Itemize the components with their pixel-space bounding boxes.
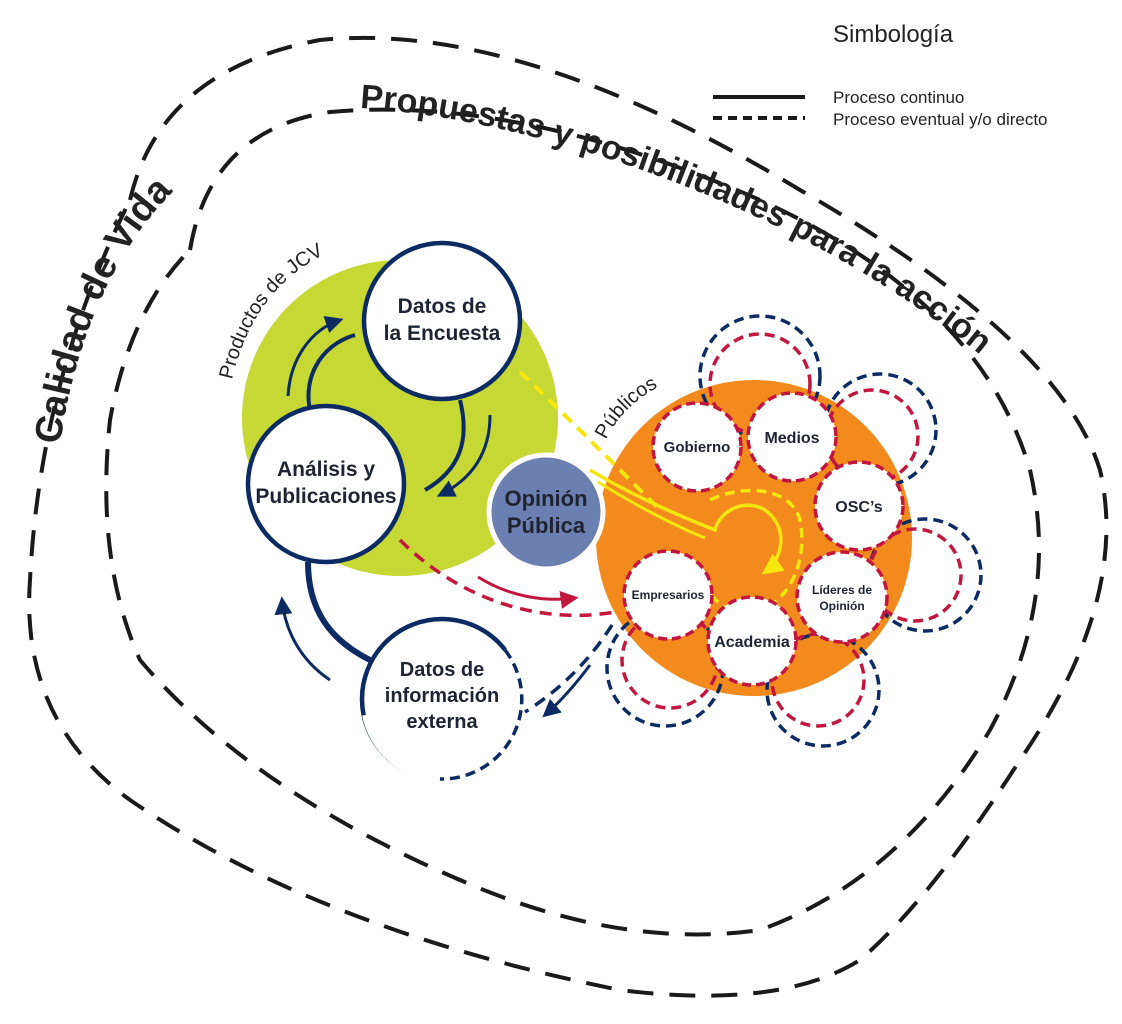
node-public-opinion[interactable]: Opinión Pública — [486, 452, 606, 572]
node-survey-line-2: la Encuesta — [384, 322, 501, 345]
node-analysis-publications[interactable]: Análisis y Publicaciones — [245, 403, 407, 565]
node-external-line-3: externa — [406, 711, 478, 733]
opinion-line-1: Opinión — [504, 486, 587, 511]
node-academia[interactable]: Academia — [706, 595, 798, 687]
opinion-line-2: Pública — [507, 513, 586, 538]
outer-frame-calidad-de-vida — [27, 35, 1109, 998]
inner-frame-propuestas — [104, 107, 1041, 937]
academia-label: Academia — [714, 634, 790, 651]
outer-frame-label: Calidad de Vida — [27, 168, 180, 446]
lideres-line-2: Opinión — [819, 599, 864, 613]
node-gobierno[interactable]: Gobierno — [651, 401, 743, 493]
node-medios[interactable]: Medios — [746, 391, 838, 483]
legend-item-dashed: Proceso eventual y/o directo — [833, 110, 1048, 129]
node-analysis-line-2: Publicaciones — [255, 485, 396, 508]
node-oscs[interactable]: OSC’s — [813, 460, 905, 552]
node-analysis-line-1: Análisis y — [277, 458, 375, 481]
medios-label: Medios — [764, 430, 819, 447]
empresarios-label: Empresarios — [632, 588, 705, 602]
node-external-line-1: Datos de — [400, 659, 484, 681]
node-external-line-2: información — [385, 685, 499, 707]
node-survey-data[interactable]: Datos de la Encuesta — [361, 240, 523, 402]
node-lideres[interactable]: Líderes de Opinión — [795, 550, 889, 644]
node-survey-line-1: Datos de — [398, 295, 487, 318]
connectors — [274, 316, 804, 718]
gobierno-label: Gobierno — [664, 439, 731, 456]
legend-title: Simbología — [833, 21, 954, 48]
lideres-line-1: Líderes de — [812, 583, 872, 597]
node-external-data[interactable]: Datos de información externa — [359, 616, 525, 783]
oscs-label: OSC’s — [835, 499, 883, 516]
node-empresarios[interactable]: Empresarios — [622, 549, 714, 641]
legend-item-solid: Proceso continuo — [833, 88, 964, 107]
